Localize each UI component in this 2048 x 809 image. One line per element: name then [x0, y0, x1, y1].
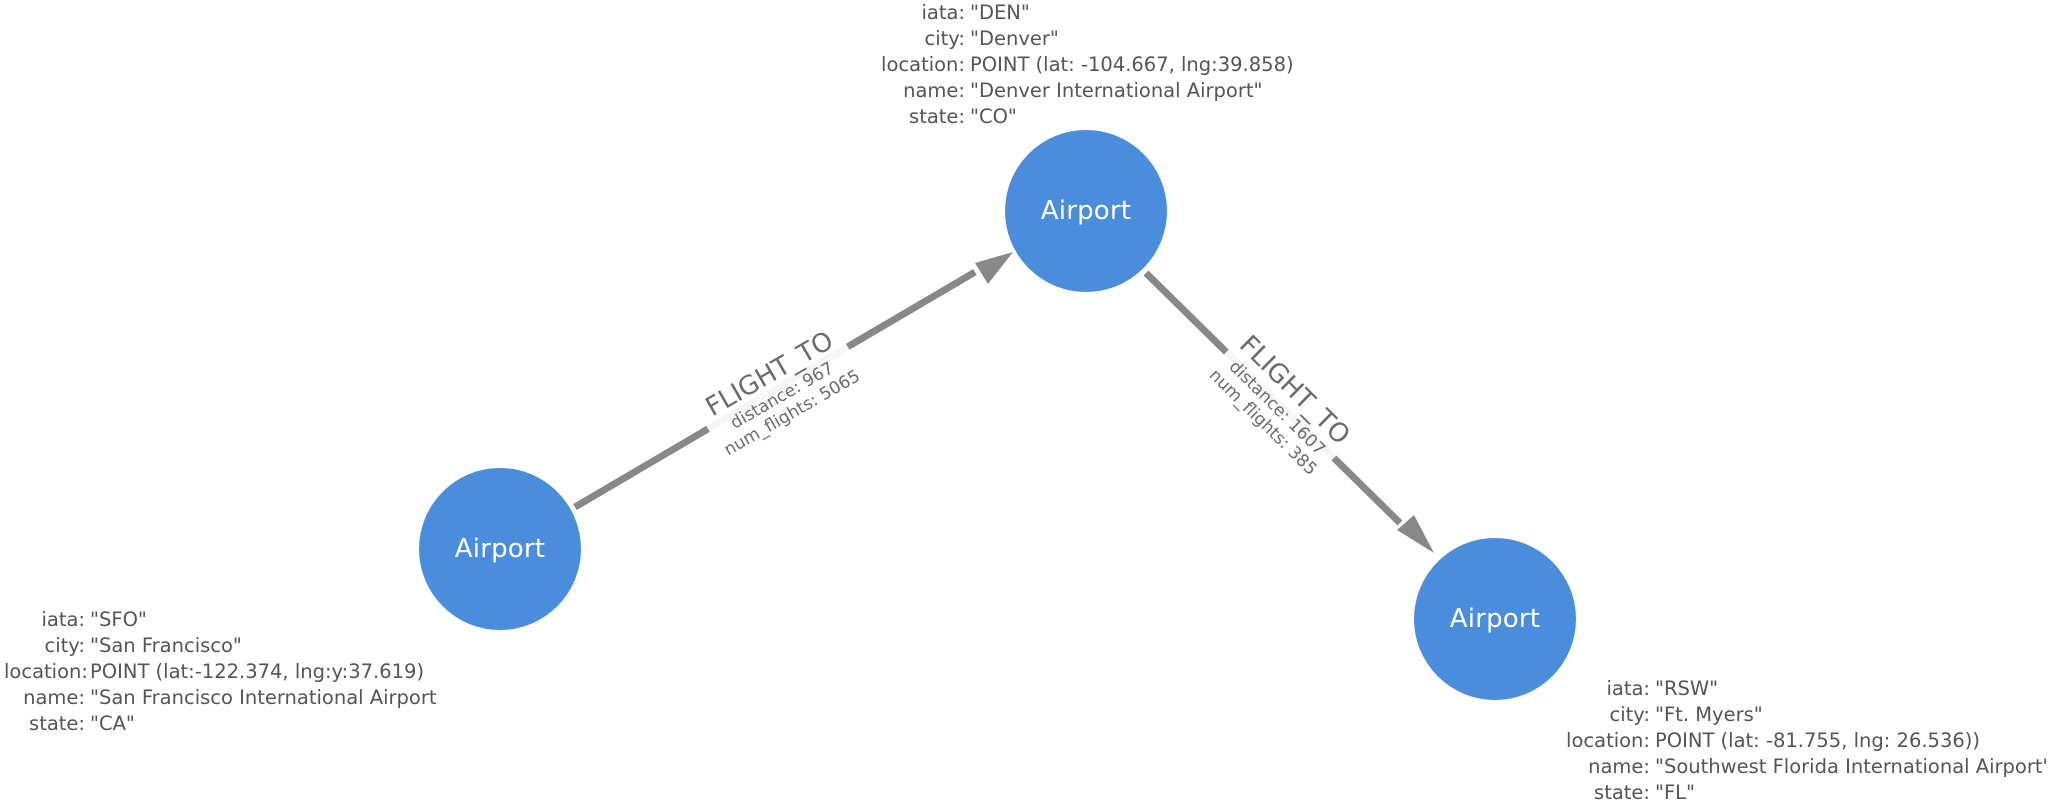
- property-value: "SFO": [90, 608, 147, 631]
- arrowhead-icon: [975, 252, 1013, 284]
- property-row: iata:"SFO": [4, 607, 437, 633]
- property-value: "Denver": [970, 27, 1059, 50]
- property-key: city:: [1609, 703, 1650, 726]
- property-value: POINT (lat: -104.667, lng:39.858): [970, 53, 1294, 76]
- property-row: location:POINT (lat: -104.667, lng:39.85…: [870, 52, 1294, 78]
- property-row: location:POINT (lat: -81.755, lng: 26.53…: [1558, 728, 2048, 754]
- property-row: city:"Denver": [870, 26, 1294, 52]
- airport-node-rsw[interactable]: Airport: [1414, 538, 1576, 700]
- property-key: state:: [1594, 781, 1650, 804]
- property-value: "CA": [90, 712, 135, 735]
- property-row: city:"Ft. Myers": [1558, 702, 2048, 728]
- property-row: name:"Southwest Florida International Ai…: [1558, 754, 2048, 780]
- property-value: "Ft. Myers": [1655, 703, 1763, 726]
- property-value: "CO": [970, 105, 1017, 128]
- property-row: iata:"RSW": [1558, 676, 2048, 702]
- property-row: name:"San Francisco International Airpor…: [4, 685, 437, 711]
- property-row: city:"San Francisco": [4, 633, 437, 659]
- airport-node-sfo[interactable]: Airport: [419, 468, 581, 630]
- property-value: POINT (lat:-122.374, lng:y:37.619): [90, 660, 425, 683]
- property-key: location:: [881, 53, 965, 76]
- property-value: "Southwest Florida International Airport…: [1655, 755, 2048, 778]
- property-key: name:: [23, 686, 85, 709]
- airport-node-den[interactable]: Airport: [1005, 130, 1167, 292]
- properties-sfo: iata:"SFO"city:"San Francisco"location:P…: [4, 607, 437, 737]
- property-row: name:"Denver International Airport": [870, 78, 1294, 104]
- property-value: "FL": [1655, 781, 1696, 804]
- node-label: Airport: [1040, 196, 1132, 226]
- node-label: Airport: [454, 534, 546, 564]
- property-key: iata:: [1606, 677, 1650, 700]
- node-label: Airport: [1449, 604, 1541, 634]
- property-row: state:"CA": [4, 711, 437, 737]
- property-key: state:: [909, 105, 965, 128]
- properties-rsw: iata:"RSW"city:"Ft. Myers"location:POINT…: [1558, 676, 2048, 806]
- property-key: state:: [29, 712, 85, 735]
- property-key: city:: [44, 634, 85, 657]
- property-value: "Denver International Airport": [970, 79, 1263, 102]
- property-key: name:: [1588, 755, 1650, 778]
- property-key: iata:: [41, 608, 85, 631]
- property-row: iata:"DEN": [870, 0, 1294, 26]
- property-key: location:: [4, 660, 88, 683]
- property-value: "San Francisco International Airport: [90, 686, 437, 709]
- properties-den: iata:"DEN"city:"Denver"location:POINT (l…: [870, 0, 1294, 130]
- property-row: location:POINT (lat:-122.374, lng:y:37.6…: [4, 659, 437, 685]
- property-row: state:"FL": [1558, 780, 2048, 806]
- property-value: "DEN": [970, 1, 1030, 24]
- property-key: city:: [924, 27, 965, 50]
- property-value: "San Francisco": [90, 634, 242, 657]
- arrowhead-icon: [1397, 515, 1434, 553]
- property-key: location:: [1566, 729, 1650, 752]
- property-key: iata:: [921, 1, 965, 24]
- property-row: state:"CO": [870, 104, 1294, 130]
- property-value: POINT (lat: -81.755, lng: 26.536)): [1655, 729, 1980, 752]
- property-key: name:: [903, 79, 965, 102]
- property-value: "RSW": [1655, 677, 1719, 700]
